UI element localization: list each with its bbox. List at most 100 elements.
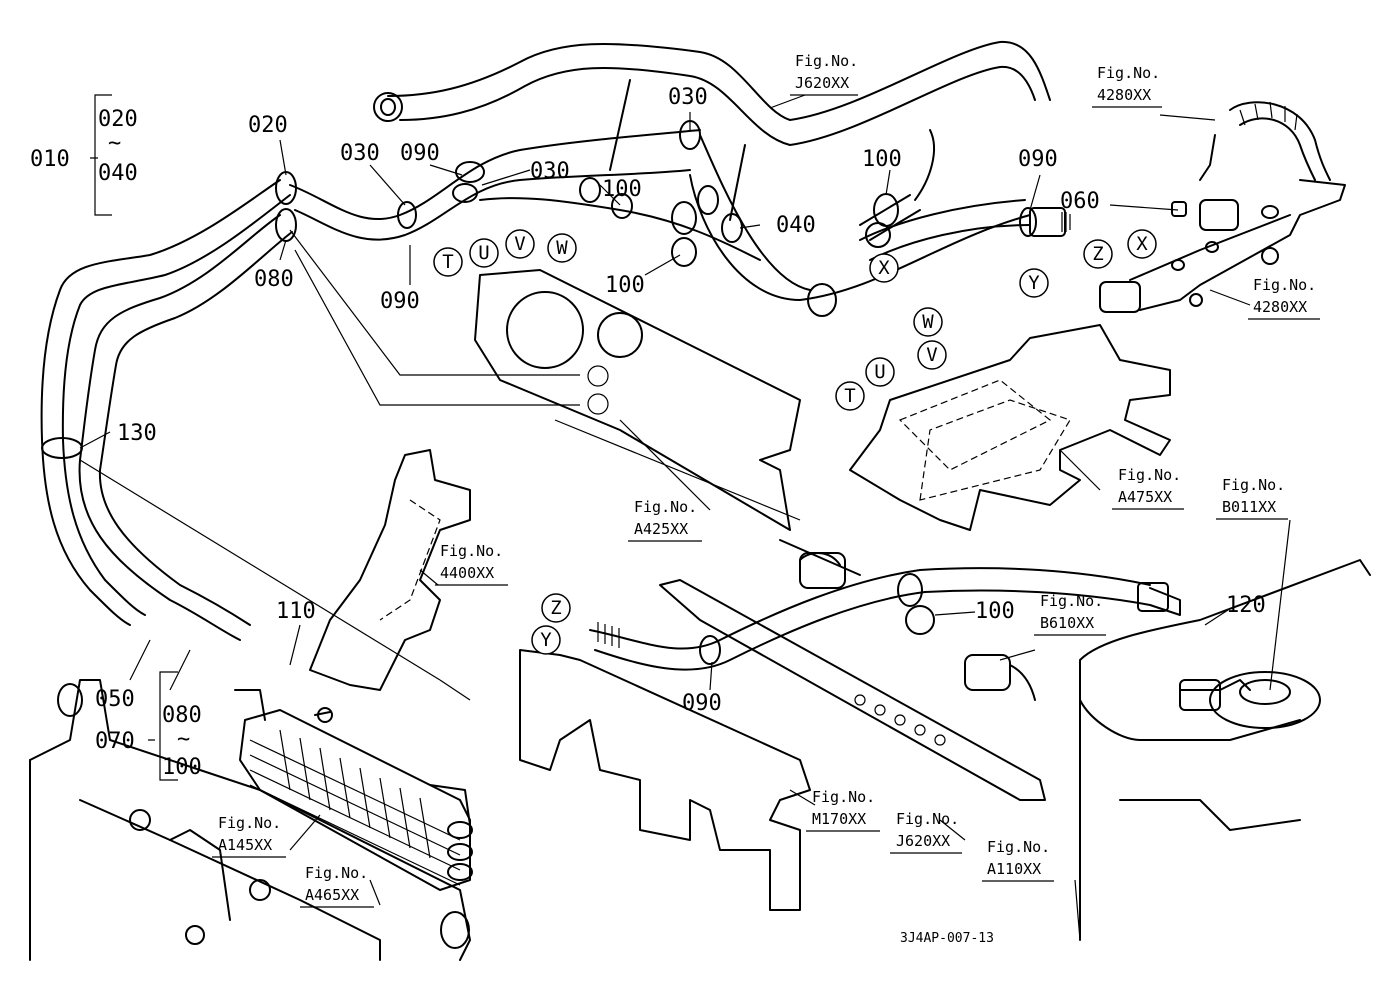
svg-text:Y: Y — [540, 629, 552, 651]
svg-text:Fig.No.: Fig.No. — [896, 810, 959, 828]
svg-text:U: U — [478, 242, 489, 264]
svg-text:W: W — [922, 311, 934, 333]
label-060: 060 — [1060, 189, 1100, 214]
figref-a145: Fig.No. A145XX — [212, 814, 286, 858]
figref-a425: Fig.No. A425XX — [628, 498, 702, 542]
svg-text:B011XX: B011XX — [1222, 498, 1276, 516]
svg-text:A475XX: A475XX — [1118, 488, 1172, 506]
label-090-d: 090 — [682, 691, 722, 716]
lower-hose — [589, 567, 1181, 671]
svg-text:Z: Z — [550, 597, 561, 619]
svg-text:Fig.No.: Fig.No. — [1097, 64, 1160, 82]
label-120: 120 — [1226, 593, 1266, 618]
svg-text:Fig.No.: Fig.No. — [987, 838, 1050, 856]
bracket-4400 — [309, 449, 471, 691]
label-020-range: 020 — [98, 107, 138, 132]
label-080: 080 — [254, 267, 294, 292]
label-130: 130 — [117, 421, 157, 446]
figref-4400: Fig.No. 4400XX — [435, 542, 508, 586]
label-100-d: 100 — [975, 599, 1015, 624]
svg-text:A145XX: A145XX — [218, 836, 272, 854]
marker-W-2: W — [913, 307, 943, 337]
oil-cooler — [234, 689, 473, 891]
svg-text:A465XX: A465XX — [305, 886, 359, 904]
label-110: 110 — [276, 599, 316, 624]
marker-U-2: U — [865, 357, 895, 387]
bracket-plate-a425 — [474, 269, 801, 531]
label-070: 070 — [95, 729, 135, 754]
mount-bolts — [854, 694, 946, 746]
leader-lines — [79, 79, 1291, 941]
label-100-range: 100 — [162, 755, 202, 780]
label-090-b: 090 — [1018, 147, 1058, 172]
label-tilde-2: ~ — [177, 727, 190, 752]
svg-text:Fig.No.: Fig.No. — [1253, 276, 1316, 294]
marker-Y: Y — [1019, 268, 1049, 298]
svg-text:Fig.No.: Fig.No. — [440, 542, 503, 560]
svg-text:T: T — [442, 251, 453, 273]
lower-left-frame — [29, 679, 471, 961]
filter-assembly — [1099, 101, 1346, 313]
drawing-code: 3J4AP-007-13 — [900, 931, 994, 946]
label-040: 040 — [776, 213, 816, 238]
marker-X-2: X — [1127, 229, 1157, 259]
svg-text:Fig.No.: Fig.No. — [218, 814, 281, 832]
figref-b610: Fig.No. B610XX — [1034, 592, 1106, 636]
svg-text:A110XX: A110XX — [987, 860, 1041, 878]
label-030-a: 030 — [340, 141, 380, 166]
figref-4280-right: Fig.No. 4280XX — [1248, 276, 1320, 320]
label-090-c: 090 — [380, 289, 420, 314]
figref-m170: Fig.No. M170XX — [806, 788, 880, 832]
svg-text:V: V — [926, 344, 937, 366]
marker-Z: Z — [1083, 239, 1113, 269]
clamps — [41, 120, 1037, 459]
svg-text:J620XX: J620XX — [795, 74, 849, 92]
figref-4280-top: Fig.No. 4280XX — [1092, 64, 1162, 108]
svg-text:B610XX: B610XX — [1040, 614, 1094, 632]
marker-U: U — [469, 238, 499, 268]
svg-text:Fig.No.: Fig.No. — [305, 864, 368, 882]
label-100-a: 100 — [602, 177, 642, 202]
figref-j620-bottom: Fig.No. J620XX — [890, 810, 962, 854]
svg-text:Y: Y — [1028, 272, 1040, 294]
marker-Y-2: Y — [531, 625, 561, 655]
svg-text:4280XX: 4280XX — [1097, 86, 1151, 104]
letter-markers: T U V W X Y Z X W V U T Z Y — [433, 229, 1157, 655]
marker-V: V — [505, 229, 535, 259]
svg-text:Fig.No.: Fig.No. — [812, 788, 875, 806]
label-050: 050 — [95, 687, 135, 712]
svg-text:Fig.No.: Fig.No. — [1118, 466, 1181, 484]
svg-text:4400XX: 4400XX — [440, 564, 494, 582]
label-080-range: 080 — [162, 703, 202, 728]
svg-text:Fig.No.: Fig.No. — [634, 498, 697, 516]
bracket-m170 — [519, 649, 811, 911]
marker-T: T — [433, 247, 463, 277]
marker-T-2: T — [835, 381, 865, 411]
svg-text:U: U — [874, 361, 885, 383]
main-hoses — [40, 129, 1071, 641]
figure-references: Fig.No. J620XX Fig.No. 4280XX Fig.No. 42… — [212, 52, 1320, 908]
marker-X: X — [869, 253, 899, 283]
svg-text:X: X — [1136, 233, 1148, 255]
label-040-range: 040 — [98, 161, 138, 186]
label-020: 020 — [248, 113, 288, 138]
label-030-c: 030 — [668, 85, 708, 110]
svg-text:M170XX: M170XX — [812, 810, 866, 828]
label-100-c: 100 — [862, 147, 902, 172]
label-030-b: 030 — [530, 159, 570, 184]
label-010: 010 — [30, 147, 70, 172]
marker-V-2: V — [917, 340, 947, 370]
svg-text:W: W — [556, 237, 568, 259]
label-tilde: ~ — [108, 131, 121, 156]
svg-text:X: X — [878, 257, 890, 279]
figref-j620-top: Fig.No. J620XX — [790, 52, 858, 96]
marker-Z-2: Z — [541, 593, 571, 623]
svg-text:V: V — [514, 233, 525, 255]
svg-text:4280XX: 4280XX — [1253, 298, 1307, 316]
part-number-labels: 010 020 ~ 040 020 080 030 090 030 100 03… — [30, 85, 1266, 780]
svg-text:Z: Z — [1092, 243, 1103, 265]
svg-text:J620XX: J620XX — [896, 832, 950, 850]
bracket-plate-a475 — [849, 324, 1171, 531]
